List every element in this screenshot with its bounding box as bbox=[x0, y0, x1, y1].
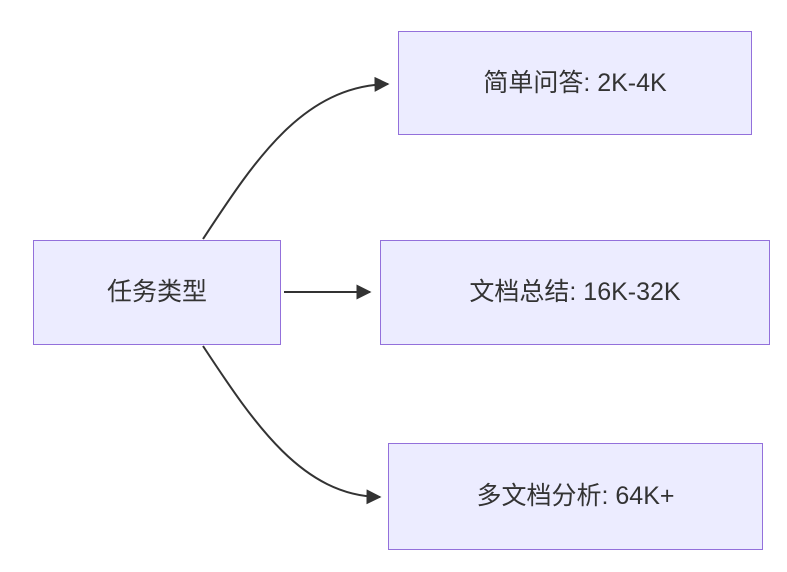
node-simple-qa: 简单问答: 2K-4K bbox=[398, 31, 752, 135]
node-doc-summary-label: 文档总结: 16K-32K bbox=[469, 278, 681, 306]
node-task-type-label: 任务类型 bbox=[106, 278, 207, 306]
node-multi-doc-analysis: 多文档分析: 64K+ bbox=[388, 443, 763, 550]
arrow-root-to-simple-qa bbox=[202, 76, 390, 240]
node-multi-doc-analysis-label: 多文档分析: 64K+ bbox=[476, 482, 675, 510]
node-doc-summary: 文档总结: 16K-32K bbox=[380, 240, 770, 345]
node-task-type: 任务类型 bbox=[33, 240, 281, 345]
arrow-root-to-multi-doc bbox=[202, 345, 382, 505]
node-simple-qa-label: 简单问答: 2K-4K bbox=[483, 68, 667, 97]
